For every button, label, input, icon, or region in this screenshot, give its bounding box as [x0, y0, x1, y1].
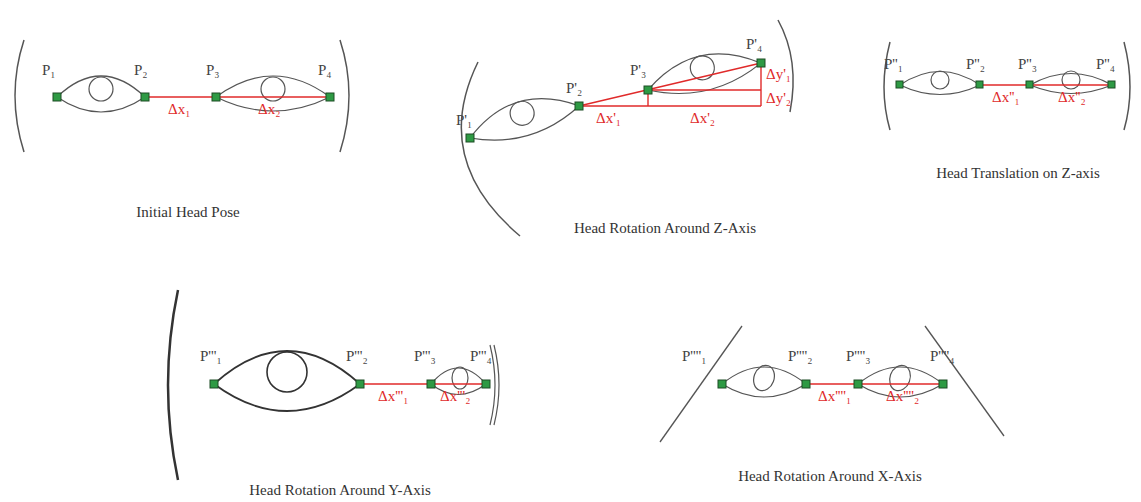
point-label: P'₄ [746, 36, 762, 53]
distance-label: Δy'₁ [766, 66, 791, 83]
point-label: P''''₁ [682, 348, 706, 365]
point-label: P'''₄ [470, 348, 492, 365]
point-label: P₃ [206, 62, 220, 79]
panel-caption: Head Translation on Z-axis [936, 165, 1100, 182]
point-label: P'''₁ [200, 348, 222, 365]
point-label: P'''₃ [414, 348, 436, 365]
distance-label: Δx'''₂ [440, 388, 470, 405]
distance-label: Δx₂ [258, 101, 280, 118]
panel-caption: Head Rotation Around Z-Axis [574, 220, 756, 237]
point-label: P₁ [42, 62, 56, 79]
distance-label: Δy'₂ [766, 90, 791, 107]
distance-label: Δx''₂ [1058, 89, 1086, 106]
point-label: P'''₂ [346, 348, 368, 365]
distance-label: Δx'₁ [596, 110, 621, 127]
point-label: P''''₃ [846, 348, 870, 365]
point-label: P₂ [134, 62, 148, 79]
point-label: P'₁ [456, 112, 472, 129]
point-label: P''₂ [966, 56, 985, 73]
distance-label: Δx'₂ [690, 110, 715, 127]
point-label: P''₄ [1096, 56, 1115, 73]
panel-caption: Initial Head Pose [136, 204, 239, 221]
point-label: P₄ [318, 62, 332, 79]
distance-label: Δx'''₁ [378, 388, 408, 405]
point-label: P'₃ [630, 62, 646, 79]
distance-label: Δx₁ [168, 101, 190, 118]
point-label: P''''₂ [788, 348, 812, 365]
panel-caption: Head Rotation Around Y-Axis [249, 482, 431, 499]
panel-caption: Head Rotation Around X-Axis [738, 468, 922, 485]
distance-label: Δx''''₂ [886, 388, 919, 405]
point-label: P''₃ [1018, 56, 1037, 73]
point-label: P''''₄ [930, 348, 954, 365]
distance-label: Δx''₁ [992, 89, 1020, 106]
point-label: P'₂ [566, 80, 582, 97]
distance-label: Δx''''₁ [818, 388, 851, 405]
point-label: P''₁ [884, 56, 903, 73]
